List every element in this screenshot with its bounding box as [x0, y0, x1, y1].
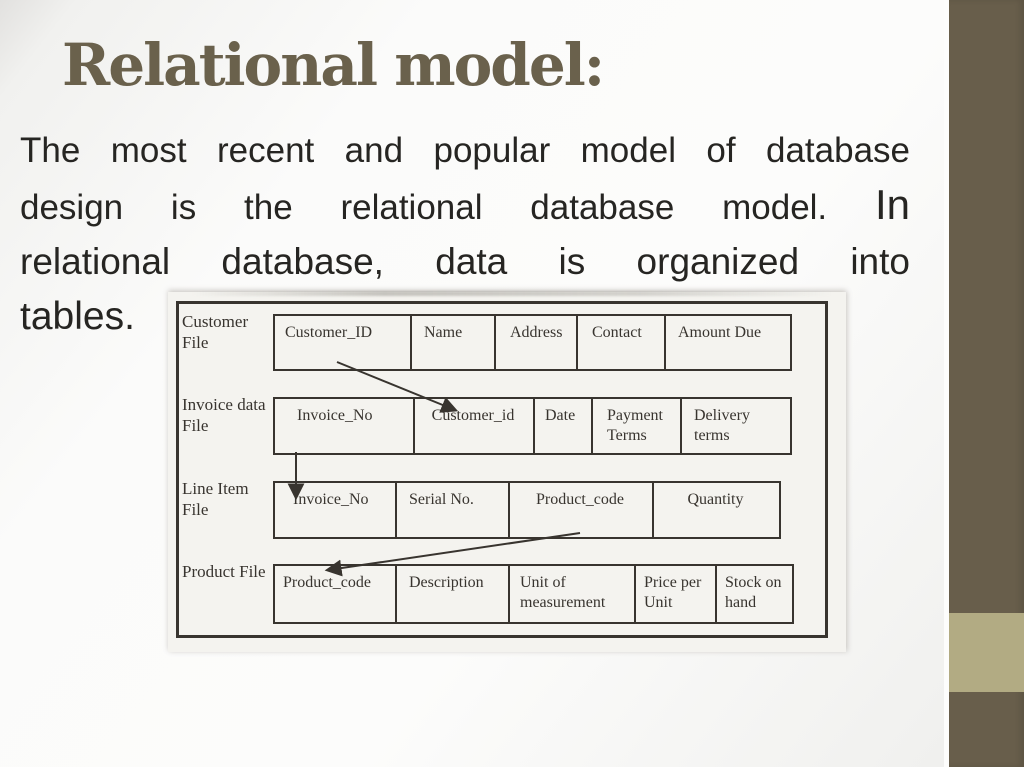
diagram-outer-border: [176, 301, 828, 638]
field-cell: Description: [395, 564, 510, 624]
field-cell: Date: [533, 397, 593, 455]
field-cell: Invoice_No: [273, 481, 397, 539]
field-cell: Address: [494, 314, 578, 371]
body-text-line-3: relational database, data is organized i…: [20, 241, 910, 282]
slide-content-area: Relational model: The most recent and po…: [0, 0, 944, 767]
field-cell: Invoice_No: [273, 397, 415, 455]
field-cell: Contact: [576, 314, 666, 371]
field-cell: Product_code: [273, 564, 397, 624]
field-cell: Payment Terms: [591, 397, 682, 455]
table-label: Line Item File: [182, 479, 249, 519]
table-label: Product File: [182, 562, 266, 581]
body-text-segment: design is the relational database model.: [20, 188, 828, 227]
field-cell: Unit of measurement: [508, 564, 636, 624]
table-label: Invoice data File: [182, 395, 266, 435]
field-cell: Amount Due: [664, 314, 792, 371]
field-cell: Quantity: [652, 481, 781, 539]
scan-artifact: [192, 291, 832, 296]
field-cell: Customer_id: [413, 397, 535, 455]
table-label: Customer File: [182, 312, 249, 352]
field-cell: Name: [410, 314, 496, 371]
body-text-line-4: tables.: [20, 295, 135, 338]
field-cell: Serial No.: [395, 481, 510, 539]
body-text-line-1: The most recent and popular model of dat…: [20, 131, 910, 170]
field-cell: Product_code: [508, 481, 654, 539]
page-title: Relational model:: [62, 31, 605, 99]
field-cell: Customer_ID: [273, 314, 412, 371]
field-cell: Stock on hand: [715, 564, 794, 624]
field-cell: Price per Unit: [634, 564, 717, 624]
sidebar-accent-band: [949, 613, 1024, 692]
field-cell: Delivery terms: [680, 397, 792, 455]
sidebar-accent-bar: [949, 0, 1024, 767]
body-paragraph: The most recent and popular model of dat…: [20, 124, 910, 345]
body-text-segment-large: In: [874, 181, 910, 228]
body-text-line-2: design is the relational database model.…: [20, 178, 910, 235]
